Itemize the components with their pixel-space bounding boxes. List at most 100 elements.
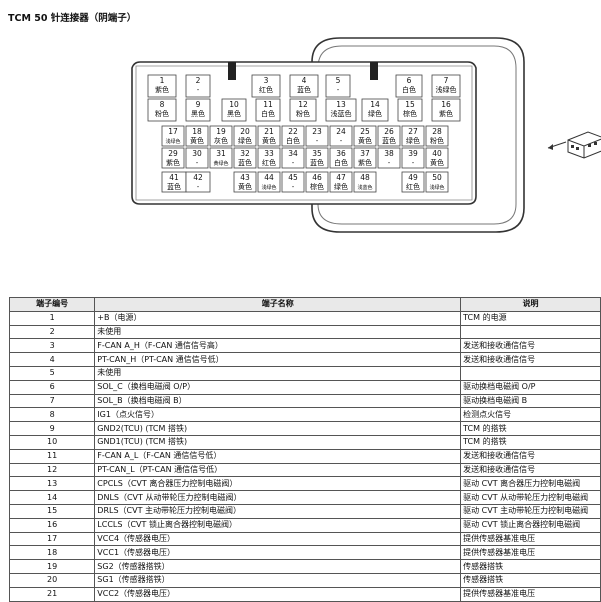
cell-no: 15	[8, 503, 96, 519]
cell-desc: 驱动 CVT 从动带轮压力控制电磁阀	[460, 490, 601, 505]
pin-wire-color: 黑色	[191, 109, 205, 118]
cell-name: CPCLS（CVT 离合器压力控制电磁阀）	[94, 476, 462, 492]
pin-cell	[325, 74, 351, 98]
cell-name: F-CAN A_L（F-CAN 通信信号低）	[94, 448, 462, 464]
pin-number: 31	[216, 149, 226, 158]
connector-icon	[567, 131, 601, 159]
cell-desc: 驱动 CVT 主动带轮压力控制电磁阀	[460, 503, 601, 519]
pin-wire-color: 黄绿色	[213, 160, 228, 167]
table-header-row: 端子编号 端子名称 说明	[8, 297, 601, 312]
pin-wire-color: -	[388, 159, 391, 167]
pin-number: 41	[169, 173, 179, 182]
pin-cell	[289, 98, 317, 122]
cell-desc: 驱动换档电磁阀 O/P	[460, 379, 601, 395]
cell-desc: 传感器搭铁	[460, 559, 601, 574]
cell-desc: 发送和接收通信信号	[460, 352, 601, 367]
pin-number: 29	[168, 149, 178, 158]
pin-number: 28	[432, 127, 442, 136]
pin-cell	[431, 98, 461, 122]
pin-cell	[221, 98, 247, 122]
pin-cell	[257, 125, 281, 147]
cell-desc: 检测点火信号	[460, 407, 601, 423]
pin-wire-color: 黄色	[430, 158, 444, 167]
pin-wire-color: 红色	[262, 158, 276, 167]
pin-wire-color: 粉色	[155, 109, 169, 118]
pin-number: 19	[216, 127, 226, 136]
pin-cell	[185, 147, 209, 169]
pin-number: 16	[441, 100, 451, 109]
cell-no: 13	[8, 476, 96, 492]
pin-cell	[147, 98, 177, 122]
pin-number: 47	[336, 173, 346, 182]
cell-no: 16	[8, 517, 96, 533]
cell-no: 5	[8, 365, 96, 381]
cell-name: SOL_C（换档电磁阀 O/P）	[94, 379, 462, 395]
connector-pin: 45-	[281, 171, 305, 193]
pin-wire-color: 粉色	[296, 109, 310, 118]
pin-wire-color: 蓝色	[297, 85, 311, 94]
pin-number: 6	[407, 76, 412, 85]
page-title: TCM 50 针连接器（阴端子）	[8, 13, 137, 24]
pin-wire-color: -	[197, 86, 200, 94]
pin-cell	[257, 171, 281, 193]
pin-wire-color: 白色	[261, 109, 275, 118]
pin-cell	[257, 147, 281, 169]
pin-wire-color: 浅绿色	[165, 138, 180, 145]
pin-cell	[329, 171, 353, 193]
pin-wire-color: 浅蓝色	[331, 109, 352, 118]
pin-number: 17	[168, 127, 178, 136]
pin-cell	[255, 98, 281, 122]
pin-wire-color: 紫色	[155, 85, 169, 94]
pin-wire-color: 红色	[406, 182, 420, 191]
pin-number: 26	[384, 127, 394, 136]
cell-no: 8	[8, 407, 96, 423]
pin-wire-color: -	[412, 159, 415, 167]
connector-pin: 17 浅绿色	[161, 125, 185, 147]
cell-desc: 提供传感器基准电压	[460, 586, 601, 602]
pin-cell	[185, 98, 211, 122]
cell-desc: TCM 的电源	[460, 310, 601, 326]
cell-no: 17	[8, 531, 96, 547]
pin-number: 25	[360, 127, 370, 136]
cell-name: DNLS（CVT 从动带轮压力控制电磁阀）	[94, 490, 462, 505]
pin-cell	[401, 171, 425, 193]
pin-cell	[425, 147, 449, 169]
cell-name: PT-CAN_H（PT-CAN 通信信号低）	[94, 352, 462, 367]
cell-name: LCCLS（CVT 锁止离合器控制电磁阀）	[94, 517, 462, 533]
cell-no: 7	[8, 393, 96, 409]
connector-pin: 5-	[325, 74, 351, 98]
pin-wire-color: 黑色	[227, 109, 241, 118]
pin-number: 18	[192, 127, 202, 136]
pin-cell	[185, 125, 209, 147]
pin-number: 50	[432, 173, 442, 182]
pin-cell	[325, 98, 357, 122]
pin-cell	[161, 125, 185, 147]
cell-no: 3	[8, 338, 96, 354]
pin-cell	[209, 147, 233, 169]
pin-cell	[377, 125, 401, 147]
